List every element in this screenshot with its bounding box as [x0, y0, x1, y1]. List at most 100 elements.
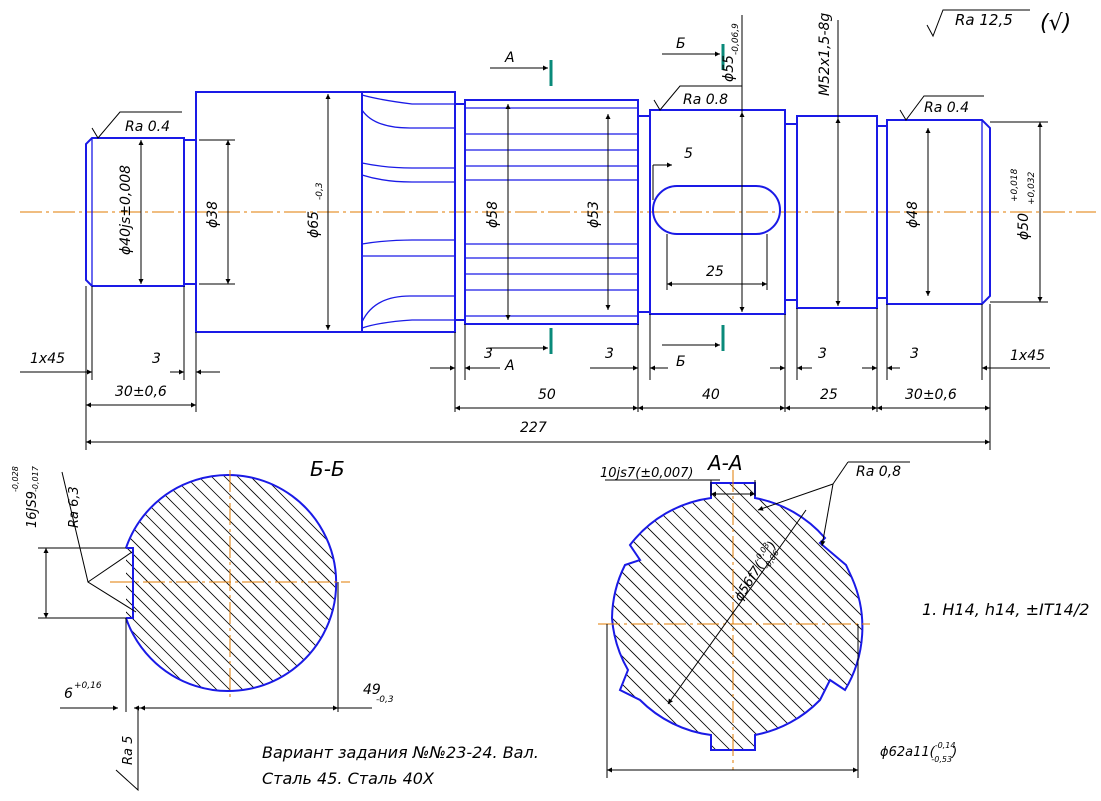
- dim-total: 227: [520, 420, 547, 436]
- dim-len-40: 40: [702, 387, 720, 403]
- hatch-line: [285, 475, 337, 691]
- aa-outer-dia: ϕ62a11(-0,14-0,53): [880, 741, 957, 764]
- section-bb: [0, 460, 578, 792]
- diameter-dimensions: [138, 15, 1048, 330]
- dim-d55: ϕ55: [721, 55, 737, 82]
- dim-groove-2: 3: [484, 346, 493, 362]
- hatch-line: [734, 483, 862, 750]
- dim-d50: ϕ50: [1016, 213, 1032, 240]
- keyway-slot: [652, 185, 781, 235]
- hatch-line: [126, 475, 319, 691]
- roughness-keyway-side: Ra 6,3: [67, 486, 82, 528]
- section-bb-outline: [125, 474, 338, 692]
- hatch-line: [612, 483, 862, 750]
- labels: Ra 12,5 (√) Ra 0.4 Ra 0.8 Ra 0.4 А А Б Б…: [11, 11, 1089, 788]
- length-dimensions: [20, 286, 1050, 450]
- dim-thread: M52x1,5-8g: [817, 13, 833, 96]
- section-mark-b-bottom: Б: [676, 354, 686, 370]
- dim-len-right: 30±0,6: [905, 387, 957, 403]
- hatch-line: [636, 483, 862, 750]
- hatch-line: [246, 475, 337, 691]
- bb-depth: 49: [363, 682, 381, 698]
- section-mark-a-bottom: А: [504, 358, 515, 374]
- hatch-line: [0, 460, 123, 700]
- hatch-line: [194, 475, 337, 691]
- hatch-line: [298, 475, 337, 691]
- hatch-line: [748, 483, 862, 750]
- bb-key-width-tol-up: -0,028: [11, 466, 20, 492]
- hatch-line: [126, 475, 241, 691]
- material-line: Сталь 45. Сталь 40Х: [262, 769, 435, 788]
- hatch-line: [612, 483, 783, 750]
- dim-d38: ϕ38: [205, 201, 221, 228]
- roughness-left-journal: Ra 0.4: [125, 119, 170, 135]
- hatch-line: [612, 483, 699, 750]
- dim-d65-tol: -0,3: [315, 182, 325, 200]
- hatch-line: [233, 475, 337, 691]
- section-markers: [490, 44, 725, 354]
- dim-d40: ϕ40js±0,008: [118, 165, 134, 255]
- hatch-line: [612, 483, 741, 750]
- dim-d58: ϕ58: [485, 201, 501, 228]
- hatch-line: [168, 475, 337, 691]
- dim-d53: ϕ53: [586, 201, 602, 228]
- hatch-line: [678, 483, 862, 750]
- section-aa-title: А-А: [706, 451, 743, 475]
- hatch-line: [142, 475, 337, 691]
- section-aa-outline: [610, 482, 864, 751]
- hatch-line: [612, 483, 615, 750]
- dim-len-50: 50: [538, 387, 556, 403]
- aa-spline-width: 10js7(±0,007): [600, 466, 693, 481]
- hatch-line: [126, 475, 202, 691]
- dim-d50-tol-up: +0,018: [1010, 168, 1020, 202]
- bb-offset-tol: +0,16: [74, 681, 102, 691]
- hatch-line: [220, 475, 337, 691]
- hatch-line: [311, 475, 337, 691]
- hatch-line: [155, 475, 337, 691]
- dim-keyway-offset: 5: [684, 146, 693, 162]
- variant-line: Вариант задания №№23-24. Вал.: [262, 743, 539, 762]
- hatch-line: [612, 483, 713, 750]
- hatch-line: [612, 483, 853, 750]
- hatch-line: [259, 475, 337, 691]
- hatch-line: [126, 475, 337, 691]
- hatch-line: [612, 483, 643, 750]
- hatch-line: [612, 483, 797, 750]
- hatch-line: [612, 483, 755, 750]
- hatch-line: [126, 475, 337, 691]
- tolerance-note: 1. H14, h14, ±IT14/2: [922, 600, 1089, 619]
- roughness-general-mark: (√): [1040, 11, 1071, 36]
- dim-len-25: 25: [820, 387, 838, 403]
- hatch-line: [664, 483, 862, 750]
- roughness-symbols: [91, 9, 1030, 139]
- hatch-line: [612, 483, 685, 750]
- hatch-line: [0, 460, 110, 700]
- section-aa: [598, 461, 910, 778]
- section-bb-title: Б-Б: [310, 457, 345, 481]
- hatch-line: [612, 483, 629, 750]
- aa-outer-dia-label: ϕ62a11(: [880, 745, 936, 760]
- hatch-line: [720, 483, 862, 750]
- hatch-line: [612, 483, 825, 750]
- aa-outer-tol-up: -0,14: [935, 741, 956, 750]
- dim-groove-4: 3: [818, 346, 827, 362]
- hatch-line: [612, 483, 657, 750]
- hatch-line: [612, 483, 769, 750]
- bb-depth-tol: -0,3: [376, 695, 394, 705]
- hatch-line: [272, 475, 337, 691]
- hatch-line: [612, 483, 727, 750]
- hatch-line: [612, 483, 862, 750]
- dim-groove-3: 3: [605, 346, 614, 362]
- dim-d55-tol: -0,06,9: [731, 23, 741, 55]
- bb-key-width-tol-lo: -0,017: [31, 465, 40, 492]
- hatch-line: [207, 475, 337, 691]
- dim-d48: ϕ48: [905, 201, 921, 228]
- roughness-middle-journal: Ra 0.8: [683, 92, 728, 108]
- hatch-line: [338, 460, 578, 700]
- hatch-line: [612, 483, 839, 750]
- dim-d50-tol-lo: +0,032: [1027, 171, 1037, 205]
- hatch-line: [126, 475, 228, 691]
- hatch-line: [126, 475, 280, 691]
- hatch-line: [622, 483, 862, 750]
- hatch-line: [612, 483, 671, 750]
